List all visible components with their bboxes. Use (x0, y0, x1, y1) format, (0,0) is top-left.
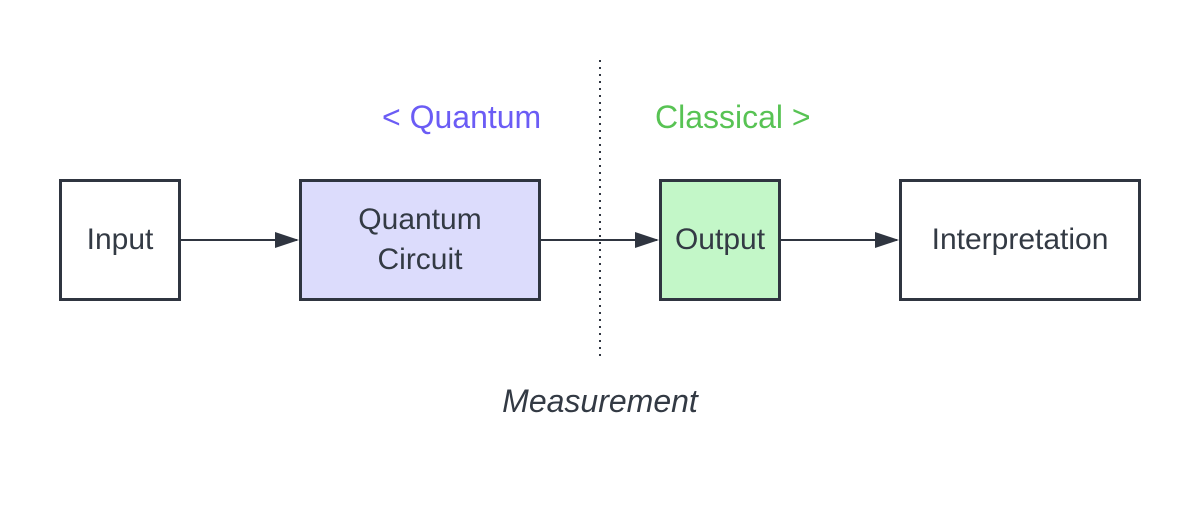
quantum-circuit-node: Quantum Circuit (299, 179, 541, 301)
output-node-label: Output (674, 223, 766, 256)
classical-region-label: Classical > (655, 99, 811, 135)
interpretation-node-label: Interpretation (931, 223, 1109, 256)
quantum-circuit-node-label: Quantum Circuit (358, 203, 482, 276)
quantum-region-label: < Quantum (382, 99, 542, 135)
interpretation-node: Interpretation (899, 179, 1141, 301)
output-node: Output (659, 179, 781, 301)
input-node: Input (59, 179, 181, 301)
input-node-label: Input (86, 223, 154, 256)
measurement-label: Measurement (502, 383, 698, 419)
